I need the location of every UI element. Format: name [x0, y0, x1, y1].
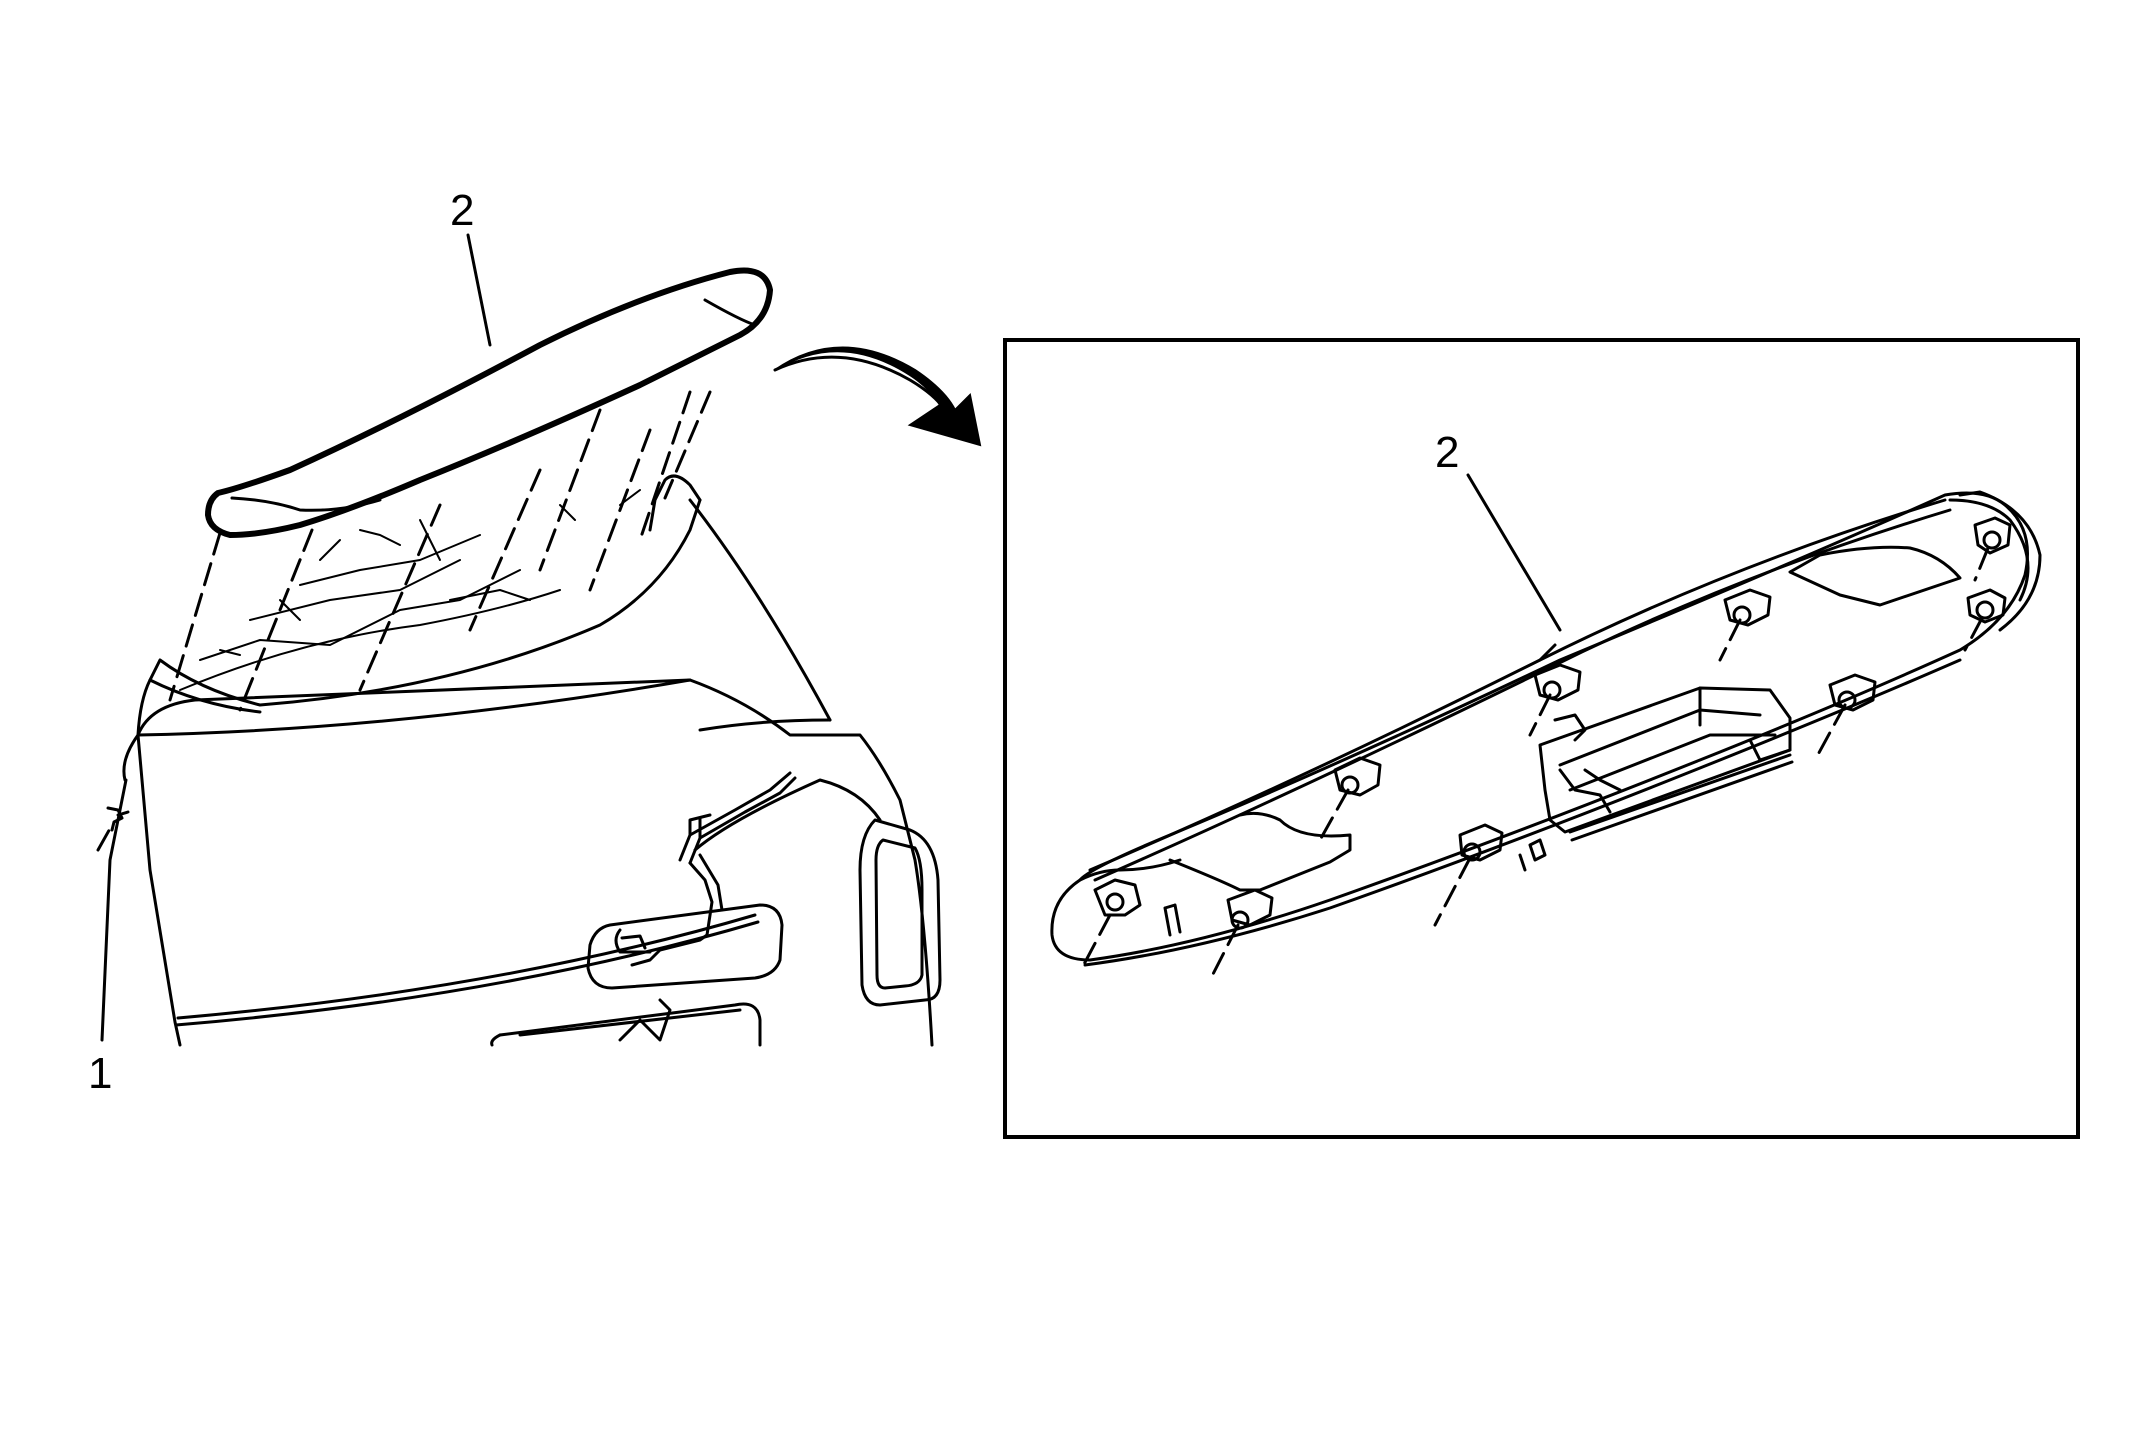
clip-7 — [1813, 673, 1877, 762]
callout-2-detail: 2 — [1435, 428, 1459, 477]
callout-2-main: 2 — [450, 186, 474, 235]
detail-frame — [1003, 338, 2080, 1139]
clip-8 — [1973, 516, 2012, 582]
detail-inset — [1003, 338, 2080, 1139]
clip-1 — [1080, 878, 1142, 970]
callout-1: 1 — [88, 1049, 112, 1098]
liftgate-illustration — [96, 233, 982, 1047]
clip-3 — [1318, 756, 1382, 842]
clip-6 — [1718, 588, 1772, 662]
clip-5 — [1528, 663, 1582, 737]
clip-2 — [1208, 888, 1274, 982]
clip-4 — [1433, 823, 1504, 927]
clip-9 — [1963, 588, 2007, 652]
